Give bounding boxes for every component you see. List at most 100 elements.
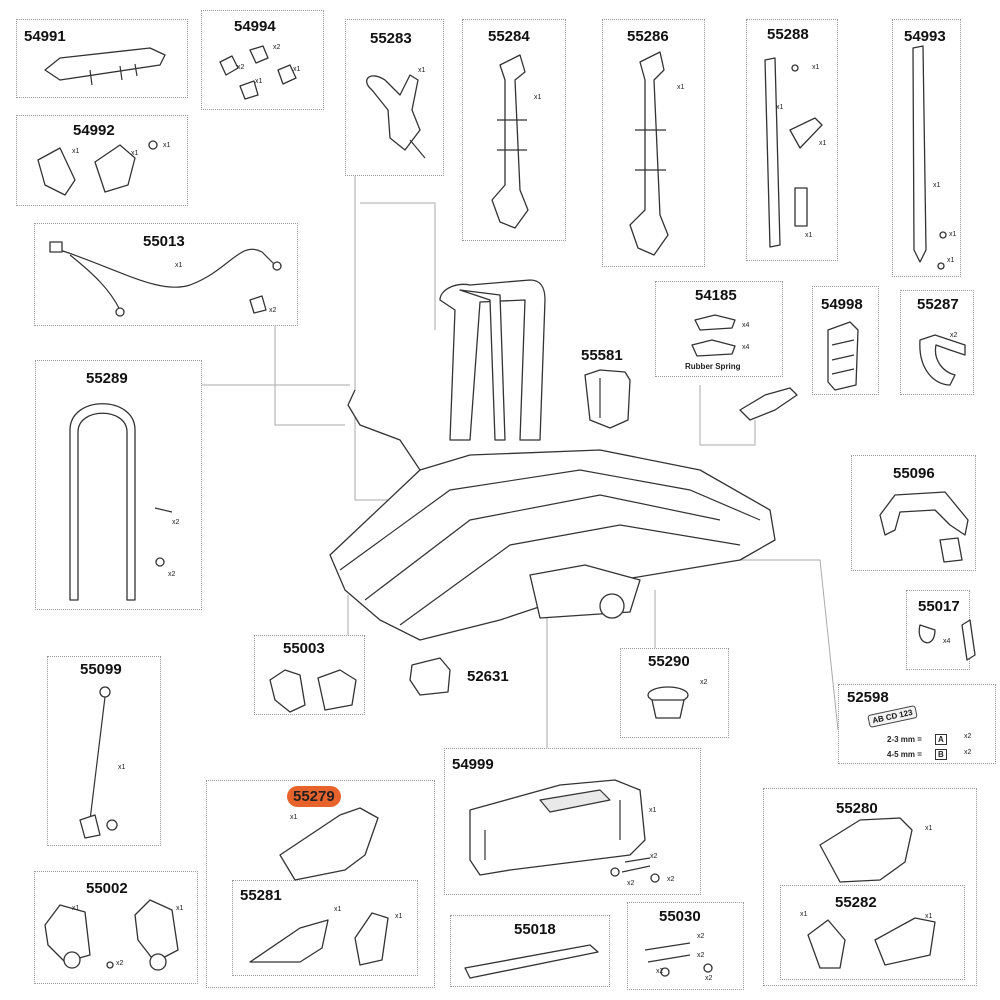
qty-label: x1 (163, 142, 171, 149)
part-52631-drawing (409, 657, 451, 696)
part-54994-drawing (219, 45, 297, 100)
part-number-52598: 52598 (847, 689, 889, 706)
qty-label: x1 (255, 78, 263, 85)
part-number-55286: 55286 (627, 28, 669, 45)
part-box-55003 (254, 635, 365, 715)
part-55287-drawing (919, 334, 966, 386)
qty-label: x4 (943, 638, 951, 645)
part-number-52631: 52631 (467, 668, 509, 685)
part-54992-drawing (37, 140, 158, 196)
part-number-54998: 54998 (821, 296, 863, 313)
qty-label: x2 (269, 307, 277, 314)
qty-label: x1 (175, 262, 183, 269)
thickness-b-label: 4-5 mm = (887, 750, 922, 759)
qty-label: x1 (805, 232, 813, 239)
part-box-54993 (892, 19, 961, 277)
part-55286-drawing (629, 51, 669, 256)
part-54998-drawing (827, 321, 859, 391)
main-carrier-drawing (329, 279, 776, 641)
part-55281-drawing (249, 912, 389, 966)
thickness-a-letter: A (935, 734, 947, 745)
qty-label: x2 (172, 519, 180, 526)
rubber-spring-label: Rubber Spring (685, 362, 741, 371)
qty-label: x2 (168, 571, 176, 578)
qty-label: x2 (697, 952, 705, 959)
part-box-55099 (47, 656, 161, 846)
part-55003-drawing (269, 669, 357, 713)
qty-label: x1 (649, 807, 657, 814)
qty-label: x2 (667, 876, 675, 883)
part-number-55282: 55282 (835, 894, 877, 911)
part-box-55289 (35, 360, 202, 610)
qty-label: x2 (650, 853, 658, 860)
part-box-55281 (232, 880, 418, 976)
qty-label: x1 (925, 825, 933, 832)
part-box-55279 (206, 780, 435, 988)
part-box-55288 (746, 19, 838, 261)
part-55284-drawing (491, 54, 529, 229)
part-number-55096: 55096 (893, 465, 935, 482)
part-55581-drawing (584, 369, 631, 429)
part-number-55002: 55002 (86, 880, 128, 897)
qty-label: x4 (742, 322, 750, 329)
part-number-54185: 54185 (695, 287, 737, 304)
part-number-55018: 55018 (514, 921, 556, 938)
part-number-54999: 54999 (452, 756, 494, 773)
part-number-55280: 55280 (836, 800, 878, 817)
qty-label: x2 (705, 975, 713, 982)
part-box-55280 (763, 788, 977, 986)
qty-label: x1 (933, 182, 941, 189)
part-box-55096 (851, 455, 976, 571)
part-number-55283: 55283 (370, 30, 412, 47)
part-number-55099: 55099 (80, 661, 122, 678)
qty-label: x1 (925, 913, 933, 920)
part-box-55286 (602, 19, 705, 267)
part-54185-drawing (691, 314, 798, 421)
qty-label: x2 (656, 968, 664, 975)
part-box-55030 (627, 902, 744, 990)
qty-label: x1 (72, 148, 80, 155)
qty-label: x1 (395, 913, 403, 920)
qty-label: x2 (697, 933, 705, 940)
qty-label: x2 (964, 749, 972, 756)
qty-label: x1 (949, 231, 957, 238)
part-54999-drawing (469, 779, 660, 883)
qty-label: x1 (534, 94, 542, 101)
part-number-55290: 55290 (648, 653, 690, 670)
qty-label: x1 (947, 257, 955, 264)
qty-label: x1 (334, 906, 342, 913)
part-55289-drawing (69, 403, 173, 601)
qty-label: x1 (118, 764, 126, 771)
qty-label: x4 (742, 344, 750, 351)
qty-label: x1 (677, 84, 685, 91)
part-box-54999 (444, 748, 701, 895)
part-box-54185 (655, 281, 783, 377)
part-55096-drawing (879, 491, 969, 563)
part-number-54991: 54991 (24, 28, 66, 45)
part-55279-drawing (279, 807, 379, 881)
qty-label: x1 (72, 905, 80, 912)
qty-label: x2 (116, 960, 124, 967)
qty-label: x2 (964, 733, 972, 740)
part-number-55030: 55030 (659, 908, 701, 925)
part-number-55279-highlighted: 55279 (287, 786, 341, 807)
part-55018-drawing (464, 944, 599, 979)
part-box-54992 (16, 115, 188, 206)
part-54991-drawing (44, 47, 166, 86)
part-number-54992: 54992 (73, 122, 115, 139)
part-number-55003: 55003 (283, 640, 325, 657)
part-55030-drawing (644, 942, 713, 977)
part-number-55288: 55288 (767, 26, 809, 43)
part-number-55013: 55013 (143, 233, 185, 250)
qty-label: x1 (819, 140, 827, 147)
part-55282-drawing (807, 917, 936, 969)
qty-label: x1 (293, 66, 301, 73)
part-number-55581: 55581 (581, 347, 623, 364)
qty-label: x2 (950, 332, 958, 339)
part-55280-drawing (819, 817, 913, 883)
qty-label: x1 (800, 911, 808, 918)
part-box-55013 (34, 223, 298, 326)
part-box-55290 (620, 648, 729, 738)
qty-label: x2 (273, 44, 281, 51)
